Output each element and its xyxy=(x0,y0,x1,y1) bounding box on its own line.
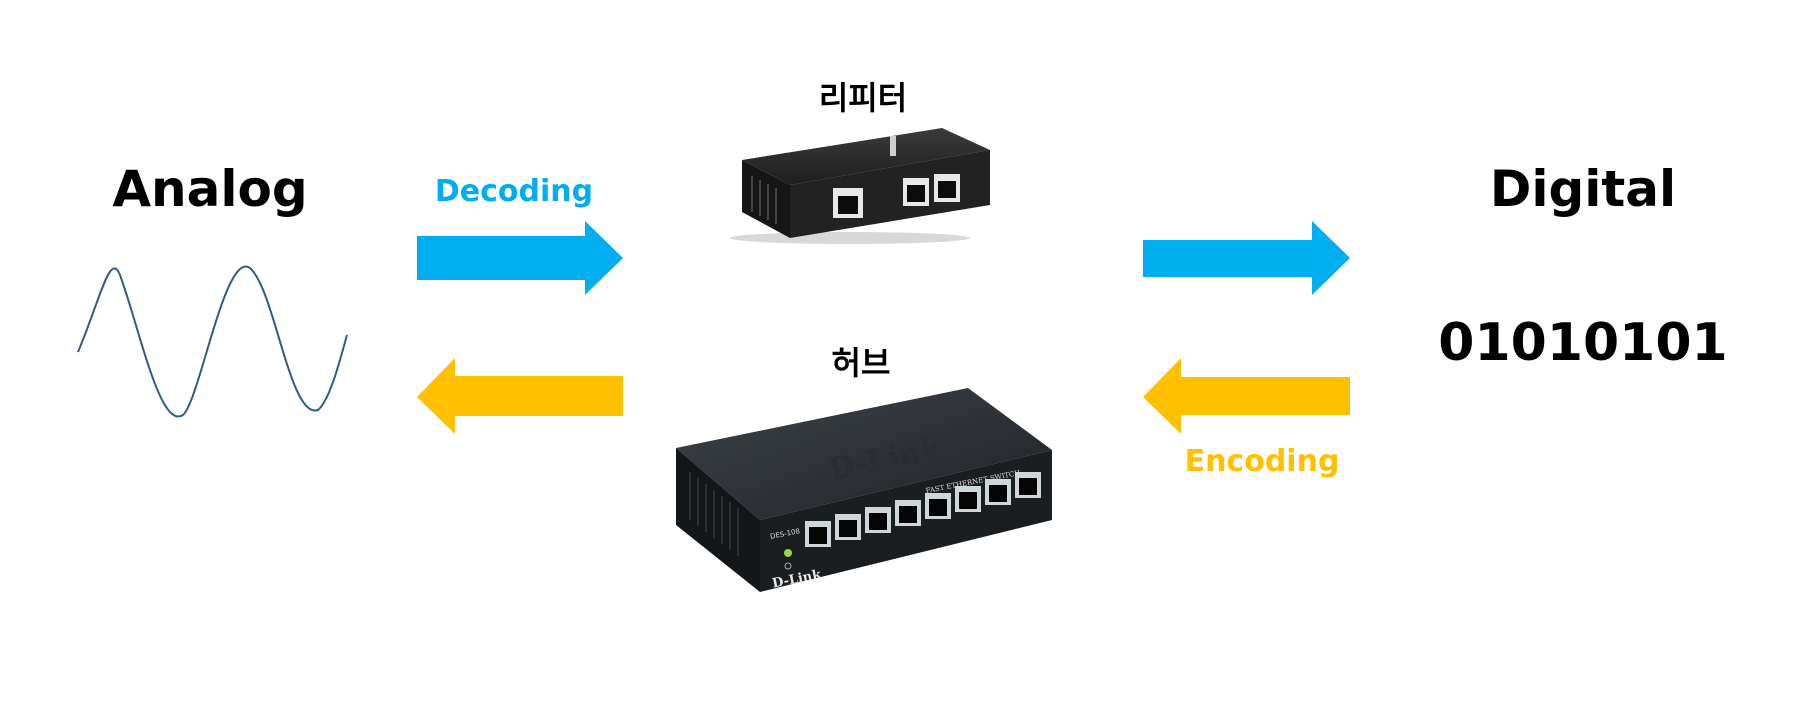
encoding-label: Encoding xyxy=(1184,444,1340,479)
repeater-label: 리피터 xyxy=(818,79,908,117)
hub-label: 허브 xyxy=(831,344,891,382)
decoding-label: Decoding xyxy=(434,174,594,209)
digital-title: Digital xyxy=(1489,160,1677,218)
digital-bits: 01010101 xyxy=(1438,313,1728,373)
analog-title: Analog xyxy=(112,160,308,218)
